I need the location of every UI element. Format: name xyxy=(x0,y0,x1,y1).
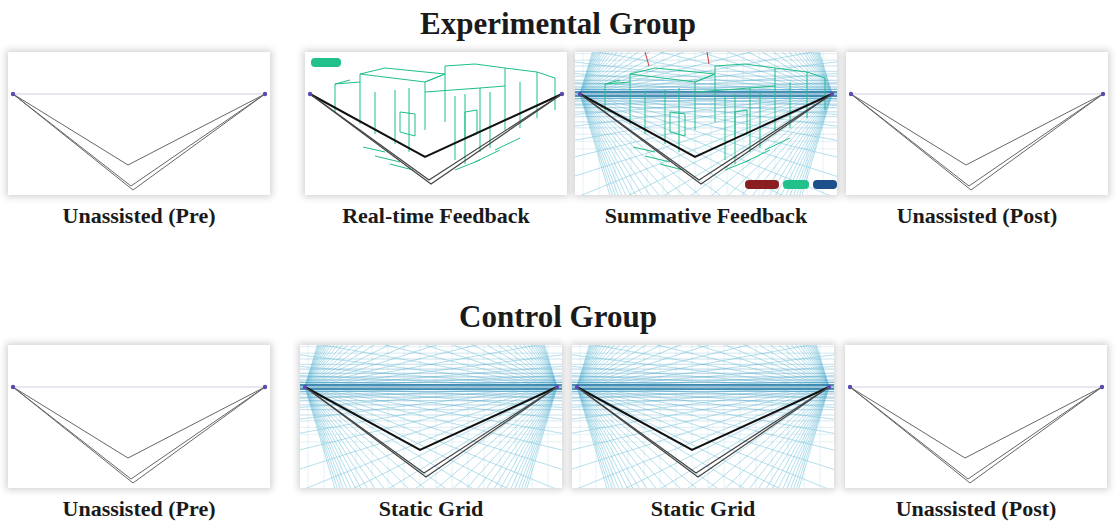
building-sketch xyxy=(335,64,555,170)
group-heading: Experimental Group xyxy=(420,6,696,42)
drawing-canvas xyxy=(572,345,834,488)
drawing-canvas xyxy=(575,52,837,195)
perspective-grid xyxy=(572,345,834,488)
group-heading: Control Group xyxy=(459,299,657,335)
drawing-screenshot xyxy=(575,52,837,195)
drawing-canvas xyxy=(845,345,1107,488)
panel-caption: Real-time Feedback xyxy=(342,203,530,229)
drawing-screenshot xyxy=(845,345,1107,488)
ui-button xyxy=(813,180,837,189)
building-sketch xyxy=(605,64,825,170)
drawing-canvas xyxy=(300,345,562,488)
panel-caption: Unassisted (Post) xyxy=(896,496,1057,522)
drawing-screenshot xyxy=(305,52,567,195)
ui-button xyxy=(311,58,341,67)
panel-caption: Summative Feedback xyxy=(605,203,807,229)
v-strokes xyxy=(11,385,267,483)
v-strokes xyxy=(849,92,1105,190)
panel-caption: Unassisted (Pre) xyxy=(63,496,216,522)
perspective-grid xyxy=(575,52,837,195)
ui-button xyxy=(783,180,809,189)
drawing-canvas xyxy=(846,52,1108,195)
panel-caption: Unassisted (Post) xyxy=(897,203,1058,229)
v-strokes xyxy=(303,385,559,477)
condition-panel: Unassisted (Post) xyxy=(845,345,1107,524)
v-strokes xyxy=(578,92,834,184)
condition-panel: Static Grid xyxy=(572,345,834,524)
panel-caption: Static Grid xyxy=(379,496,484,522)
condition-panel: Unassisted (Post) xyxy=(846,52,1108,231)
v-strokes xyxy=(11,92,267,190)
drawing-screenshot xyxy=(572,345,834,488)
ui-button xyxy=(745,180,779,189)
perspective-grid xyxy=(300,345,562,488)
panel-caption: Unassisted (Pre) xyxy=(63,203,216,229)
drawing-canvas xyxy=(305,52,567,195)
drawing-canvas xyxy=(8,52,270,195)
v-strokes xyxy=(308,92,564,184)
v-strokes xyxy=(848,385,1104,483)
drawing-screenshot xyxy=(8,345,270,488)
condition-panel: Real-time Feedback xyxy=(305,52,567,231)
condition-panel: Unassisted (Pre) xyxy=(8,345,270,524)
drawing-canvas xyxy=(8,345,270,488)
condition-panel: Static Grid xyxy=(300,345,562,524)
condition-panel: Summative Feedback xyxy=(575,52,837,231)
condition-panel: Unassisted (Pre) xyxy=(8,52,270,231)
drawing-screenshot xyxy=(846,52,1108,195)
panel-caption: Static Grid xyxy=(651,496,756,522)
v-strokes xyxy=(575,385,831,477)
drawing-screenshot xyxy=(8,52,270,195)
drawing-screenshot xyxy=(300,345,562,488)
